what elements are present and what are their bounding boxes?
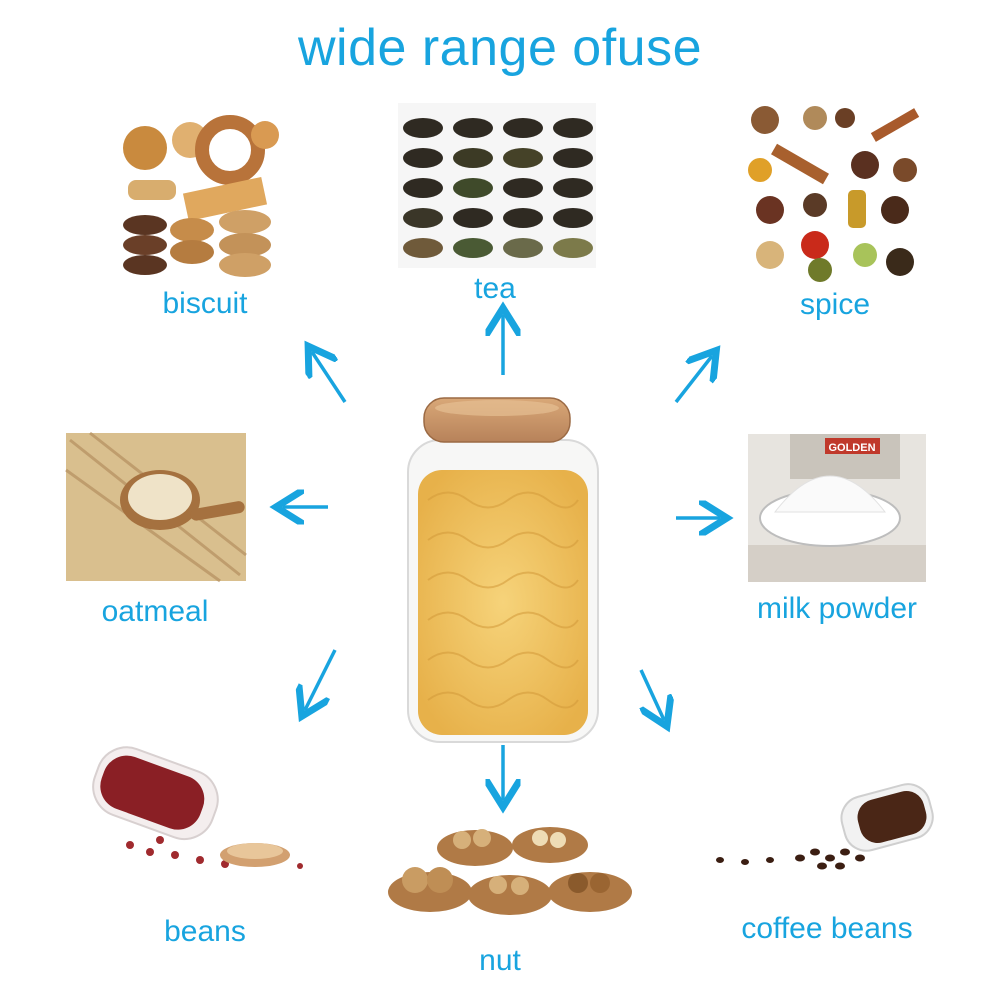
coffee-beans-image [716,783,934,870]
label-tea: tea [474,272,516,305]
nut-image [388,827,632,915]
arrow-to-coffee-beans [641,669,664,720]
arrow-to-beans [305,649,337,710]
label-milk-powder: milk powder [756,592,918,625]
label-spice: spice [799,288,871,321]
label-coffee-beans: coffee beans [741,912,913,945]
label-nut: nut [479,944,521,977]
label-oatmeal: oatmeal [101,595,209,628]
label-beans: beans [164,915,246,948]
page-title: wide range ofuse [297,19,703,77]
spice-image [748,106,920,282]
milk-powder-image: GOLDEN [748,434,926,582]
arrows [283,315,720,800]
jar-image [407,397,599,743]
tea-image [398,103,596,268]
beans-image [92,746,303,869]
label-biscuit: biscuit [162,287,248,320]
oatmeal-image [65,431,247,583]
biscuit-image [123,115,279,277]
package-text: GOLDEN [828,442,875,454]
arrow-to-spice [674,356,712,404]
arrow-to-biscuit [312,352,347,403]
